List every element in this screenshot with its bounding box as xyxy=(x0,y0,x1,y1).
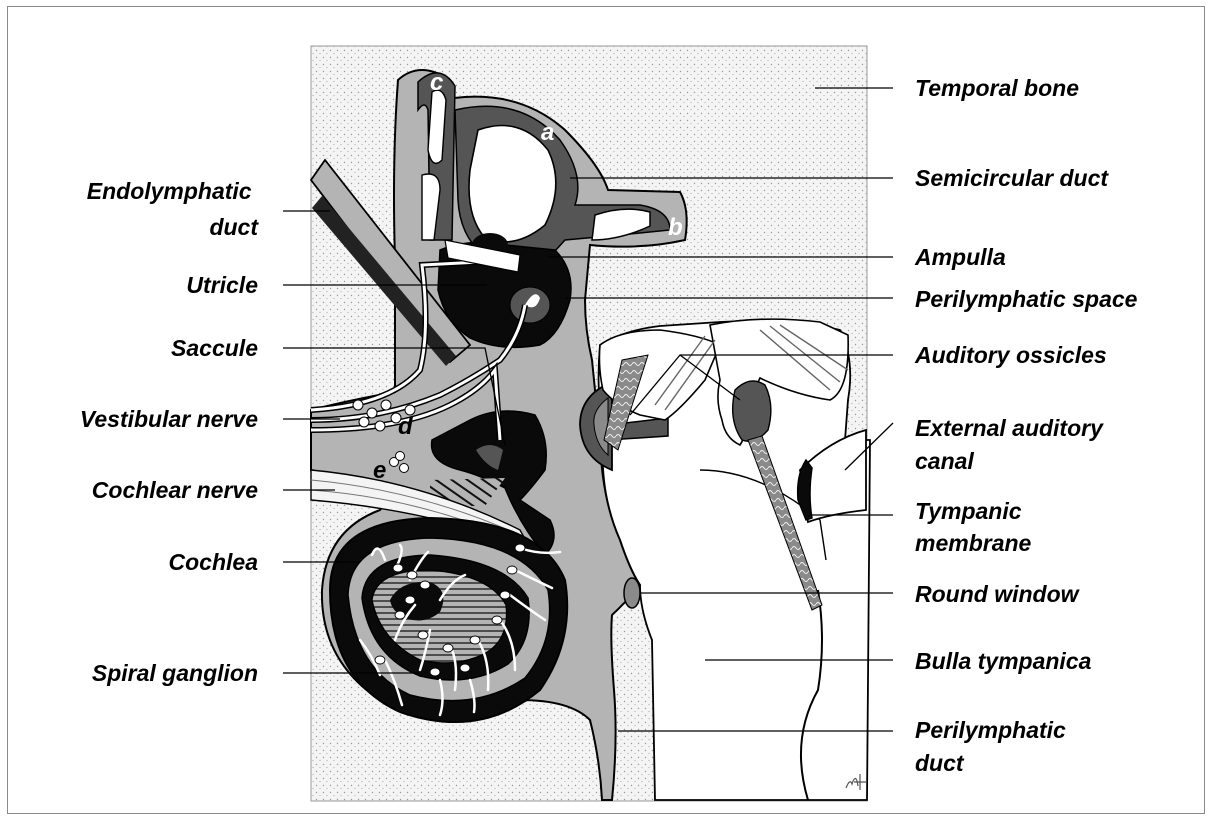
label-cochlea: Cochlea xyxy=(169,549,259,575)
letter-c: c xyxy=(430,69,443,96)
label-round-window: Round window xyxy=(915,581,1081,607)
label-utricle: Utricle xyxy=(186,272,258,298)
label-auditory-ossicles: Auditory ossicles xyxy=(914,342,1107,368)
label-external-auditory-canal: External auditory canal xyxy=(915,415,1109,474)
label-endolymphatic-duct: Endolymphatic duct xyxy=(87,178,260,240)
round-window-shape xyxy=(624,578,640,608)
letter-d: d xyxy=(398,413,414,440)
label-temporal-bone: Temporal bone xyxy=(915,75,1079,101)
label-perilymphatic-space: Perilymphatic space xyxy=(915,286,1138,312)
label-ampulla: Ampulla xyxy=(914,244,1006,270)
letter-a: a xyxy=(541,119,554,146)
label-semicircular-duct: Semicircular duct xyxy=(915,165,1109,191)
malleus-head-dark xyxy=(733,381,771,441)
label-perilymphatic-duct: Perilymphatic duct xyxy=(915,717,1072,776)
letter-b: b xyxy=(668,214,683,241)
label-tympanic-membrane: Tympanic membrane xyxy=(915,498,1032,556)
label-vestibular-nerve: Vestibular nerve xyxy=(80,406,258,432)
letter-e: e xyxy=(373,457,386,484)
label-bulla-tympanica: Bulla tympanica xyxy=(915,648,1092,674)
label-saccule: Saccule xyxy=(171,335,258,361)
label-spiral-ganglion: Spiral ganglion xyxy=(92,660,258,686)
label-cochlear-nerve: Cochlear nerve xyxy=(92,477,258,503)
